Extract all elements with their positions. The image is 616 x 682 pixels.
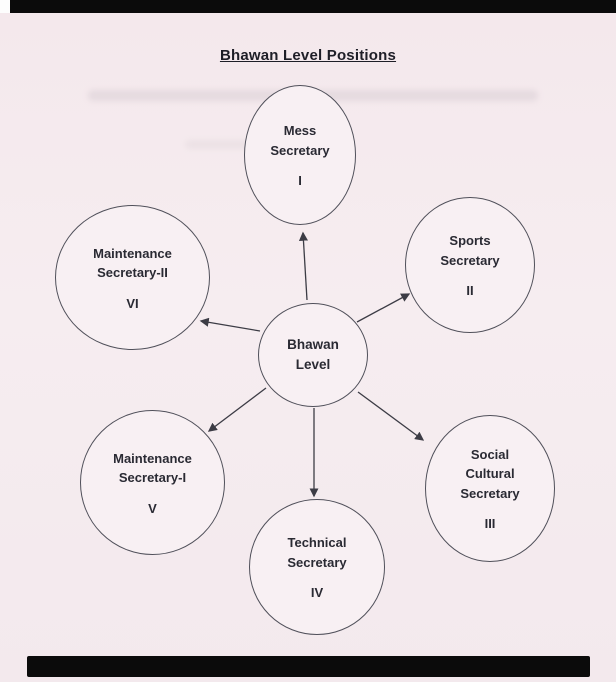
node-label-line: Secretary-I (118, 470, 187, 486)
arrow-to-maintenance-secretary-1 (207, 387, 267, 432)
scan-white-edge (0, 0, 10, 13)
node-mess-secretary: Mess Secretary I (244, 85, 356, 225)
node-label-line: Secretary-II (97, 265, 168, 281)
scan-artifact-bottom-bar (27, 656, 590, 677)
node-label-line: Mess (283, 123, 317, 139)
node-social-cultural-secretary: Social Cultural Secretary III (425, 415, 555, 562)
node-numeral: IV (310, 585, 324, 601)
node-label-line: Secretary (270, 142, 330, 158)
node-technical-secretary: Technical Secretary IV (249, 499, 385, 635)
node-sports-secretary: Sports Secretary II (405, 197, 535, 333)
page-title: Bhawan Level Positions (219, 47, 397, 64)
arrow-to-sports-secretary (356, 293, 411, 323)
node-label-line: Bhawan (287, 336, 339, 352)
scan-artifact-top-bar (10, 0, 616, 13)
arrow-to-maintenance-secretary-2 (199, 317, 261, 332)
node-bhawan-level: Bhawan Level (258, 303, 368, 407)
node-numeral: V (148, 500, 157, 516)
node-label-line: Maintenance (113, 450, 192, 466)
node-label-line: Secretary (440, 252, 500, 268)
node-maintenance-secretary-1: Maintenance Secretary-I V (80, 410, 225, 555)
node-maintenance-secretary-2: Maintenance Secretary-II VI (55, 205, 210, 350)
arrow-to-social-cultural-secretary (357, 391, 425, 441)
node-label-line: Level (295, 357, 331, 372)
node-label-line: Technical (287, 535, 347, 551)
arrow-to-mess-secretary (298, 231, 309, 301)
node-numeral: III (484, 516, 496, 532)
node-numeral: II (466, 283, 474, 299)
node-label-line: Social (470, 446, 510, 462)
node-label-line: Cultural (465, 466, 515, 482)
node-label-line: Sports (449, 233, 491, 249)
node-label-line: Maintenance (93, 245, 172, 261)
node-numeral: VI (126, 295, 139, 311)
node-numeral: I (298, 173, 302, 189)
node-label-line: Secretary (287, 554, 347, 570)
node-label-line: Secretary (460, 485, 520, 501)
